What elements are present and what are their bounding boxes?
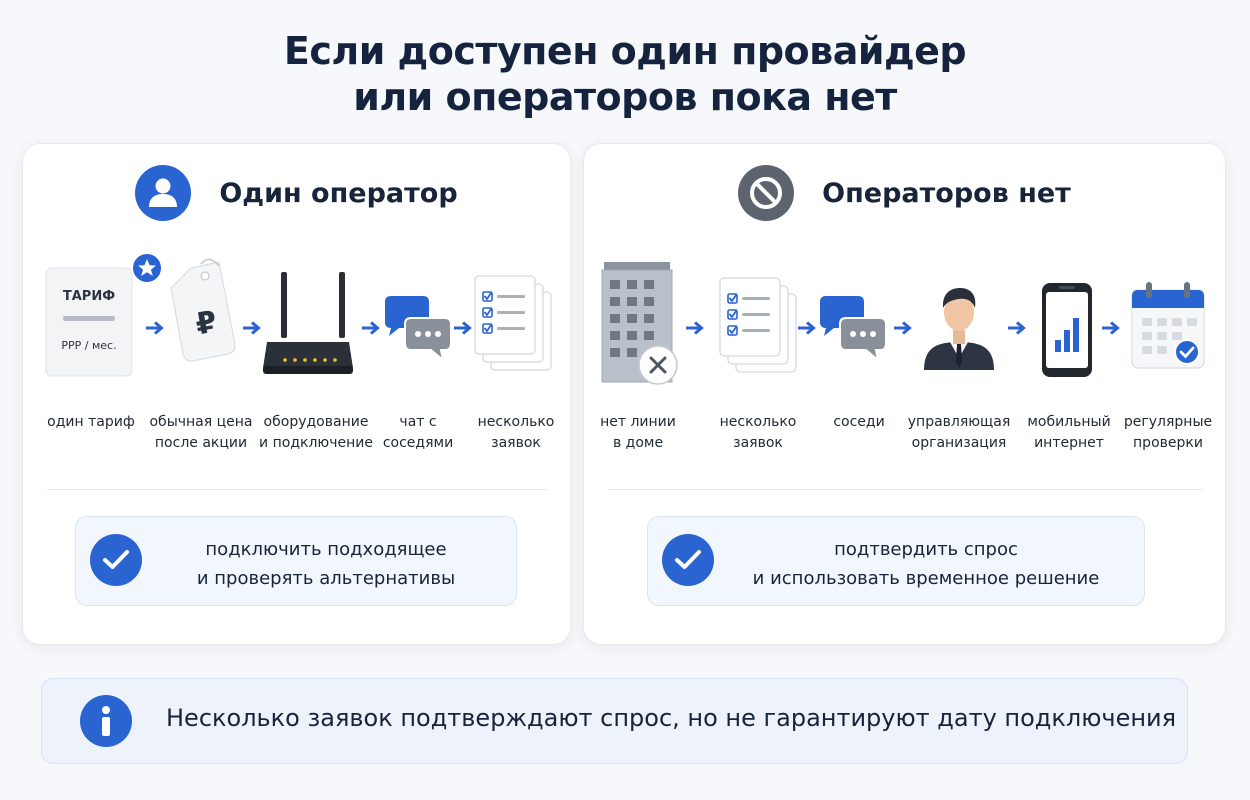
panel-header: Операторов нет [584, 164, 1225, 222]
user-icon [135, 165, 192, 221]
ruble-tag-icon: ₽ [169, 258, 241, 364]
result-text: подключить подходящее и проверять альтер… [196, 539, 456, 589]
divider [47, 489, 547, 490]
page-title-line-1: Если доступен один провайдер [283, 29, 967, 73]
result-box: подключить подходящее и проверять альтер… [75, 516, 517, 606]
check-icon [662, 534, 714, 586]
page-title: Если доступен один провайдер или операто… [0, 28, 1250, 120]
chat-icon [383, 292, 453, 364]
no-entry-icon [738, 165, 795, 221]
info-note: Несколько заявок подтверждают спрос, но … [41, 678, 1188, 764]
panel-title: Операторов нет [822, 177, 1071, 209]
arrow-right-icon [146, 321, 164, 335]
result-text: подтвердить спрос и использовать временн… [752, 539, 1100, 589]
tariff-card-icon: ТАРИФ PPP / мес. [45, 248, 165, 378]
building-no-line-icon [600, 262, 682, 386]
check-icon [90, 534, 142, 586]
tariff-card-price: PPP / мес. [61, 339, 116, 352]
panel-title: Один оператор [219, 177, 458, 209]
arrow-right-icon [798, 321, 816, 335]
arrow-right-icon [243, 321, 261, 335]
panel-one-operator: Один оператор ТАРИФ PPP / мес. один тари… [22, 143, 571, 645]
page-title-line-2: или операторов пока нет [353, 75, 897, 119]
result-box: подтвердить спрос и использовать временн… [647, 516, 1145, 606]
info-icon [80, 695, 132, 747]
step-label: соседи [833, 414, 885, 430]
arrow-right-icon [454, 321, 472, 335]
manager-icon [922, 282, 996, 372]
tariff-card-title: ТАРИФ [63, 289, 115, 304]
info-note-text: Несколько заявок подтверждают спрос, но … [166, 704, 1177, 732]
arrow-right-icon [894, 321, 912, 335]
mobile-internet-icon [1041, 282, 1093, 378]
router-icon [261, 270, 355, 380]
step-label: один тариф [47, 414, 135, 430]
arrow-right-icon [686, 321, 704, 335]
panel-header: Один оператор [23, 164, 570, 222]
applications-list-icon [718, 276, 800, 376]
chat-icon [818, 292, 888, 364]
arrow-right-icon [1102, 321, 1120, 335]
calendar-check-icon [1130, 282, 1206, 372]
arrow-right-icon [1008, 321, 1026, 335]
arrow-right-icon [362, 321, 380, 335]
applications-list-icon [473, 274, 555, 374]
divider [608, 489, 1202, 490]
